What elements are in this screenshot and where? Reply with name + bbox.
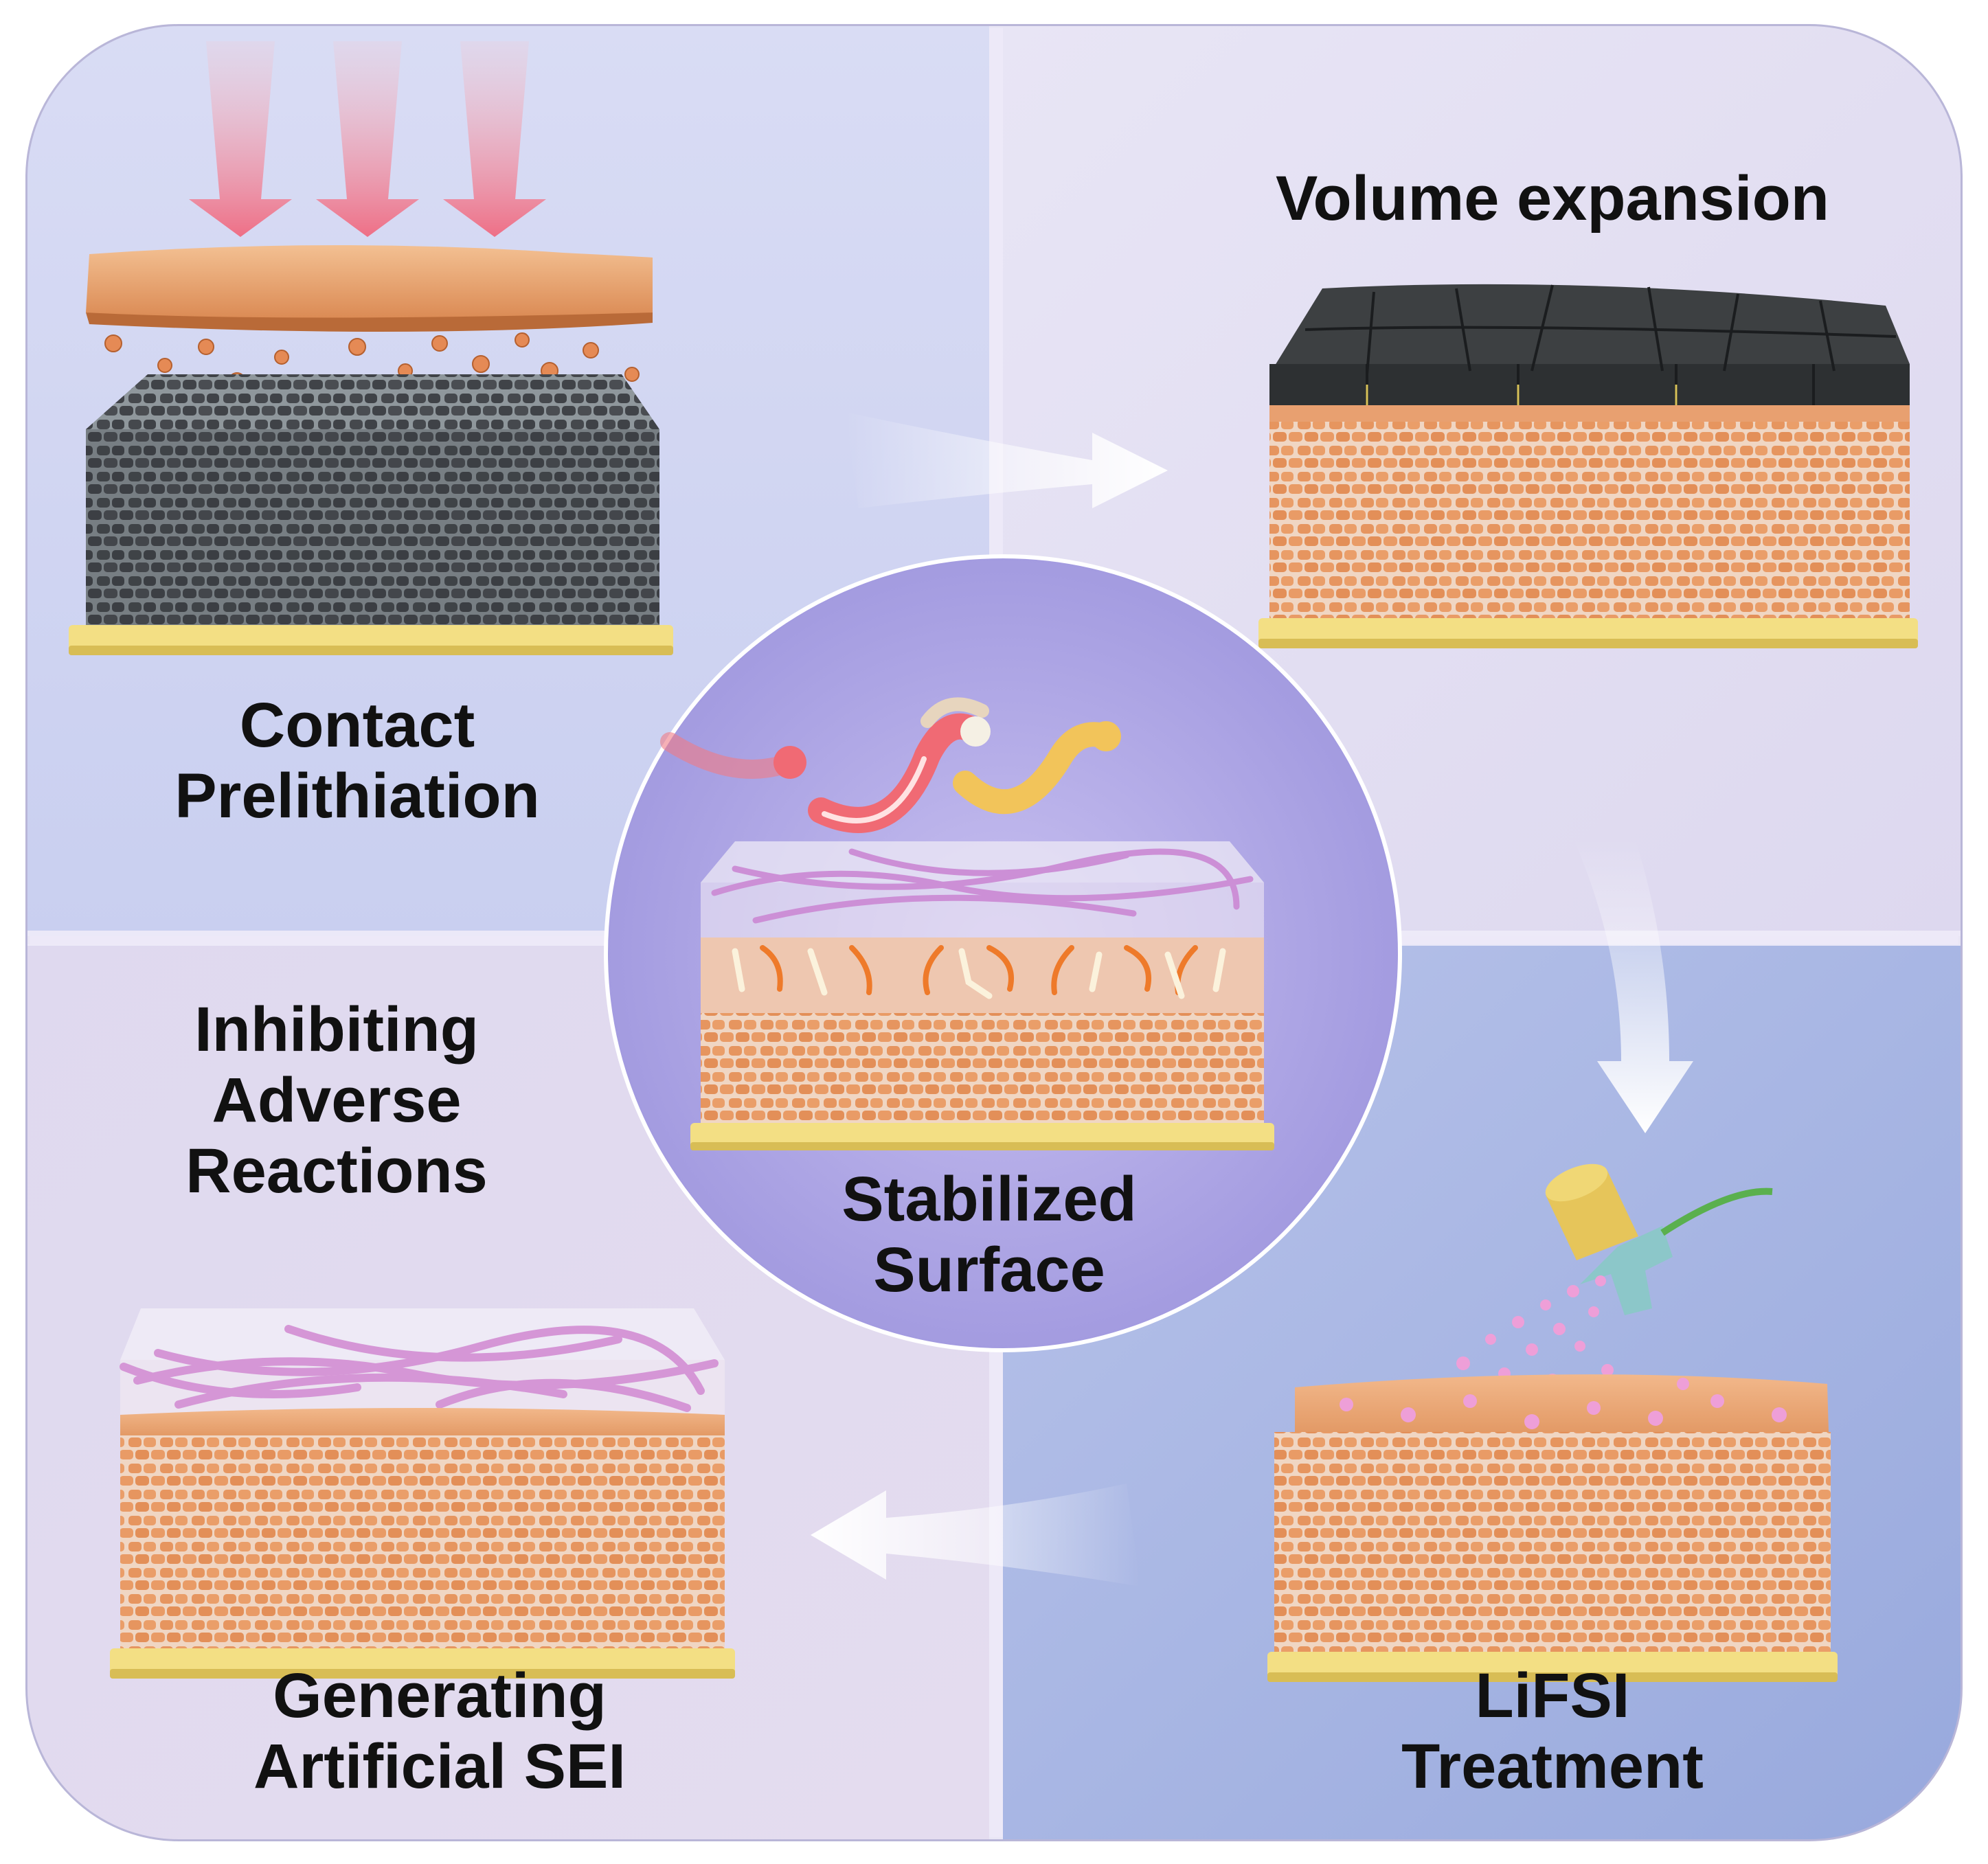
- lithium-foil: [86, 245, 653, 332]
- copper-anode-block-4: [1274, 1374, 1831, 1652]
- label-lifsi-line-2: Treatment: [1401, 1731, 1704, 1802]
- label-stabilized-surface: Stabilized Surface: [783, 1164, 1195, 1306]
- label-contact-prelithiation: Contact Prelithiation: [110, 690, 605, 832]
- label-inhibiting-adverse-reactions: Inhibiting Adverse Reactions: [124, 994, 550, 1207]
- label-lifsi-line-1: LiFSI: [1475, 1661, 1630, 1731]
- label-stabilized-line-1: Stabilized: [841, 1164, 1137, 1234]
- label-stabilized-line-2: Surface: [873, 1235, 1105, 1306]
- stabilized-block: [690, 841, 1274, 1150]
- current-collector-4: [1267, 1652, 1838, 1682]
- process-arrow-left: [811, 1484, 1140, 1587]
- label-volume-expansion: Volume expansion: [1209, 163, 1896, 234]
- cracked-expanded-layer: [1269, 284, 1910, 405]
- label-generating-artificial-sei: Generating Artificial SEI: [192, 1661, 687, 1802]
- label-inhibiting-line-2: Adverse: [212, 1065, 462, 1136]
- wire-tubes-icon: [660, 697, 1121, 833]
- copper-anode-block-3: [120, 1408, 725, 1648]
- copper-anode-block-2: [1269, 405, 1910, 618]
- label-contact-line-2: Prelithiation: [174, 761, 540, 832]
- spray-gun-icon: [1545, 1163, 1773, 1315]
- process-arrow-down: [1573, 838, 1693, 1133]
- process-arrow-right: [845, 412, 1168, 508]
- label-generating-line-1: Generating: [273, 1661, 607, 1731]
- label-inhibiting-line-1: Inhibiting: [194, 994, 479, 1065]
- label-generating-line-2: Artificial SEI: [253, 1731, 626, 1802]
- label-contact-line-1: Contact: [239, 690, 475, 760]
- label-volume-line-1: Volume expansion: [1275, 163, 1830, 234]
- current-collector-3: [110, 1648, 735, 1679]
- label-lifsi-treatment: LiFSI Treatment: [1312, 1661, 1793, 1802]
- lithium-ion-flow-arrows: [760, 945, 1198, 995]
- heat-arrows-icon: [189, 41, 546, 237]
- artificial-sei-layer: [120, 1308, 725, 1418]
- silicon-anode-block: [86, 374, 659, 625]
- lifsi-surface-droplets: [1340, 1378, 1787, 1429]
- current-collector-2: [1258, 618, 1918, 648]
- current-collector-1: [69, 625, 673, 655]
- label-inhibiting-line-3: Reactions: [185, 1136, 488, 1207]
